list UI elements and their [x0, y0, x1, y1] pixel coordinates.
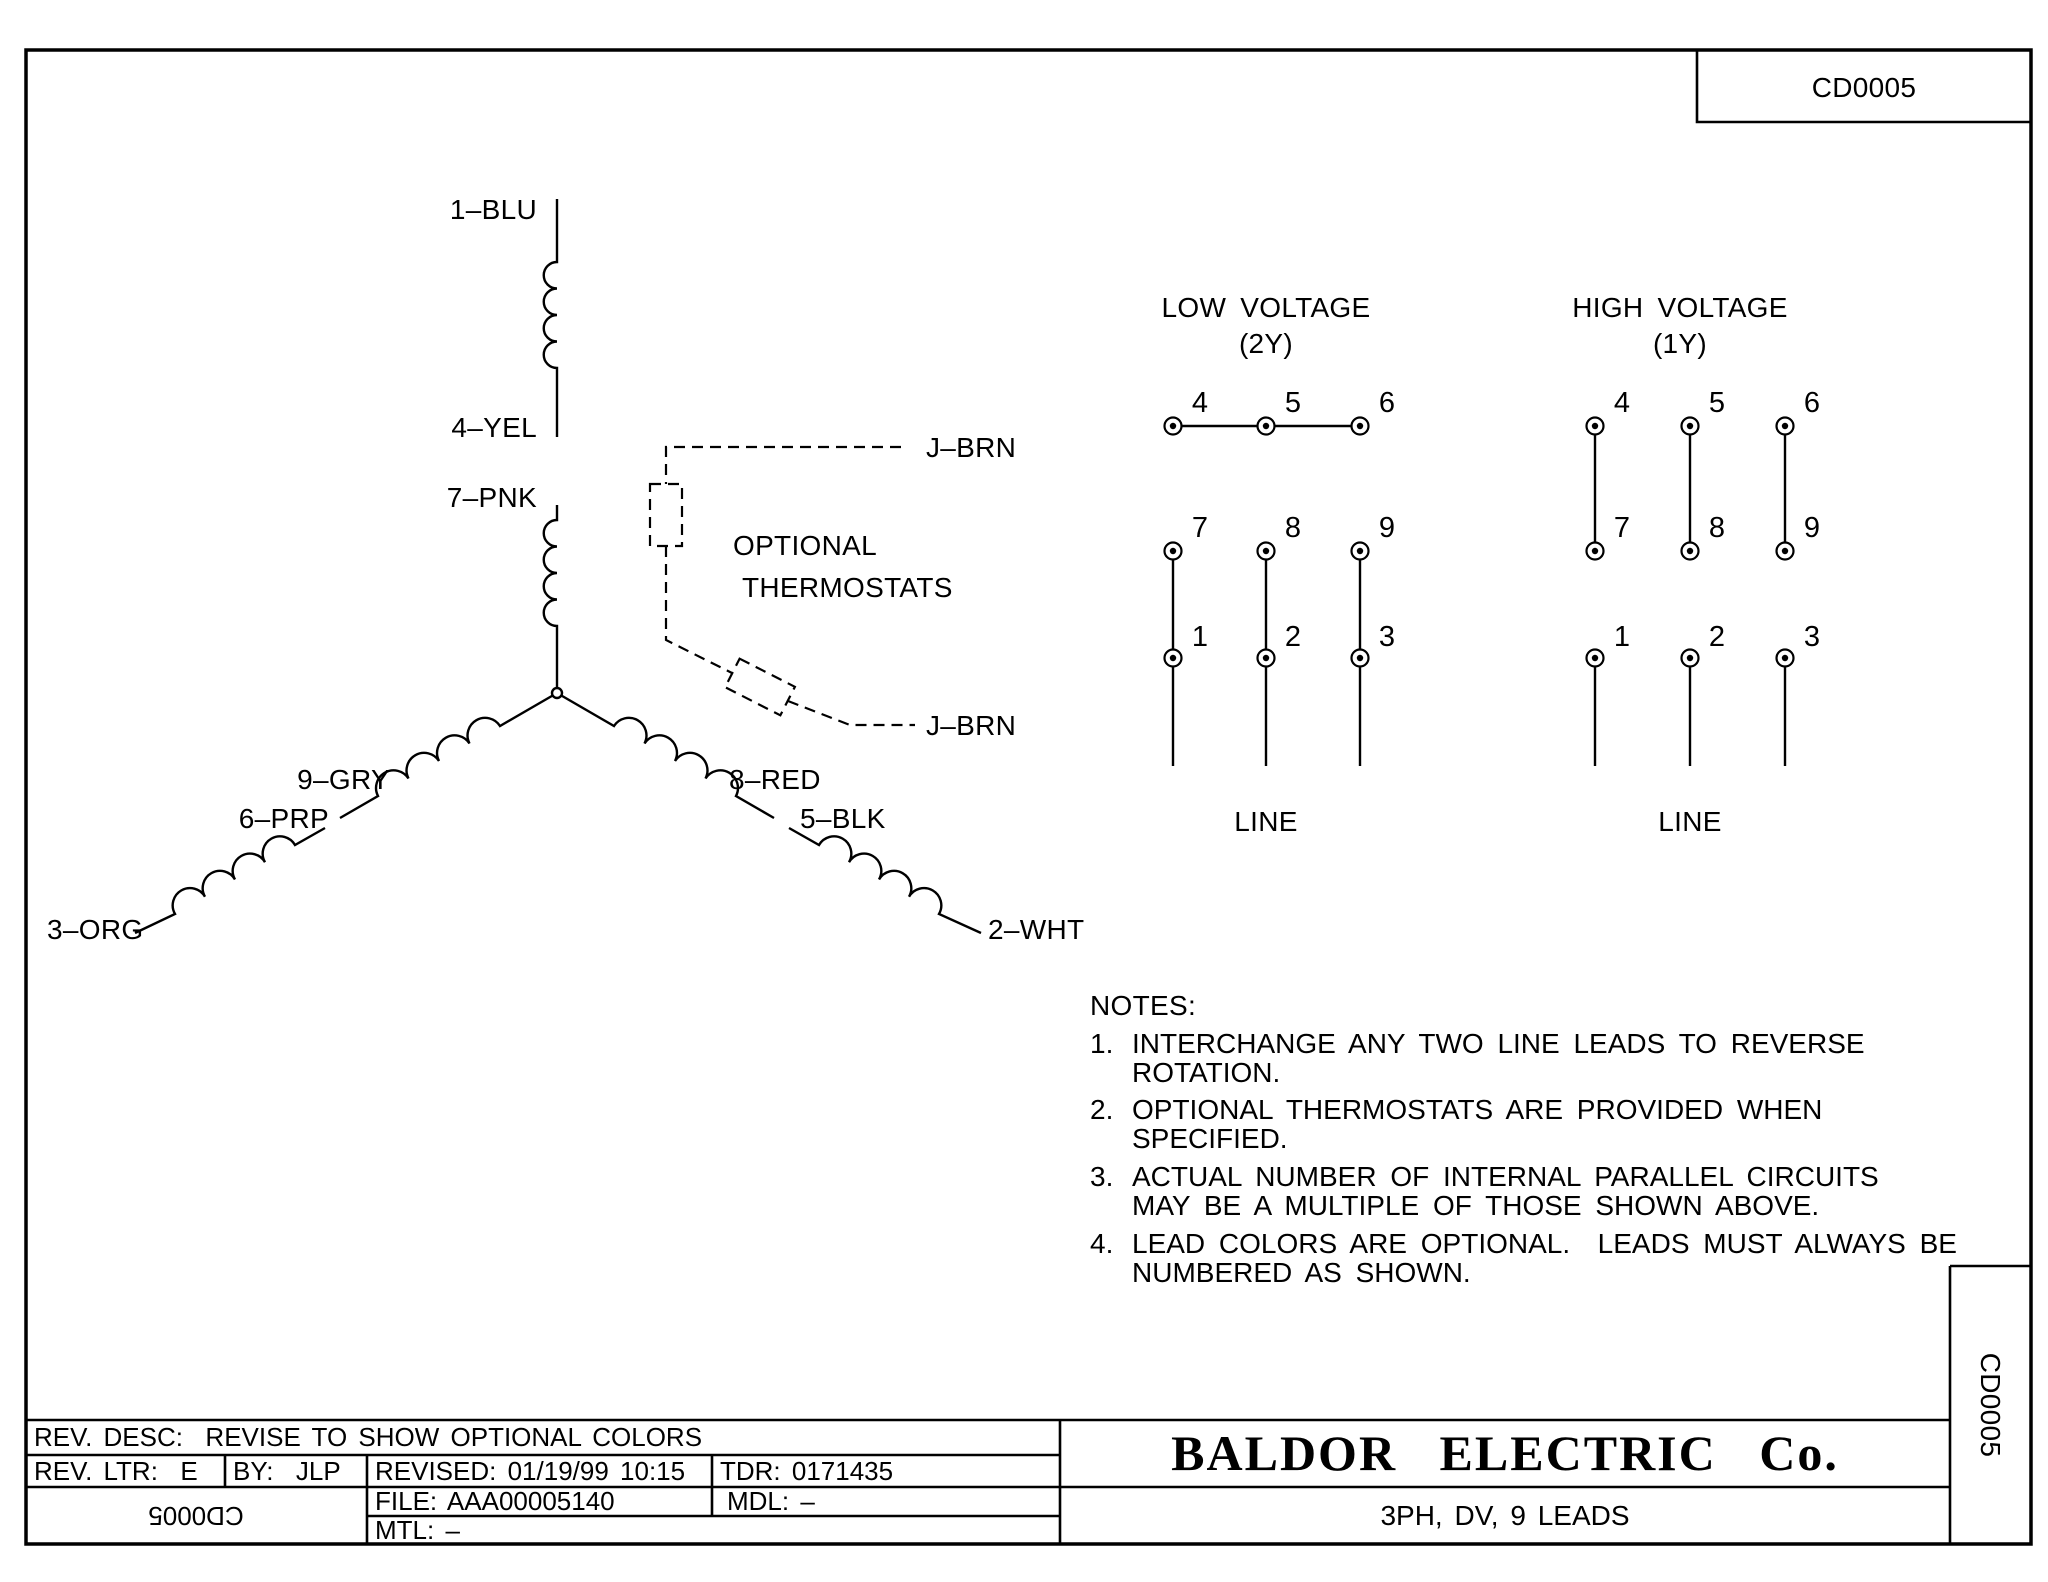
lead-label-2-wht: 2–WHT — [988, 914, 1085, 945]
thermostat-lead-bottom-line — [787, 699, 915, 727]
doc-number-top: CD0005 — [1811, 72, 1917, 103]
note-2-line1: OPTIONAL THERMOSTATS ARE PROVIDED WHEN — [1132, 1094, 1823, 1125]
hv-terminal-symbols — [1585, 416, 1795, 668]
lv-terminal-number-9: 9 — [1378, 512, 1396, 544]
lv-terminal-symbols — [1163, 416, 1370, 668]
hv-terminal-number-7: 7 — [1613, 512, 1631, 544]
lead-label-9-gry: 9–GRY — [297, 764, 390, 795]
winding-7 — [542, 505, 559, 693]
hv-terminal-number-2: 2 — [1708, 621, 1726, 653]
high-voltage-line-label: LINE — [1658, 806, 1722, 837]
low-voltage-lines — [1171, 424, 1362, 766]
hv-terminal-number-6: 6 — [1803, 387, 1821, 419]
note-2-number: 2. — [1090, 1094, 1114, 1125]
note-2-line2: SPECIFIED. — [1132, 1123, 1288, 1154]
lead-label-8-red: 8–RED — [729, 764, 821, 795]
thermostat-mid-line — [664, 546, 733, 674]
wye-winding — [134, 199, 982, 935]
revised-cell: REVISED: 01/19/99 10:15 — [375, 1456, 686, 1486]
by-cell: BY: JLP — [233, 1456, 341, 1486]
lead-label-4-yel: 4–YEL — [451, 412, 537, 443]
note-1-number: 1. — [1090, 1028, 1114, 1059]
border-frame — [24, 48, 2033, 1546]
file-cell: FILE: AAA00005140 — [375, 1486, 615, 1516]
note-1-line2: ROTATION. — [1132, 1057, 1281, 1088]
thermostat-lead-bottom-label: J–BRN — [926, 710, 1017, 741]
low-voltage-line-label: LINE — [1234, 806, 1298, 837]
hv-terminal-number-1: 1 — [1613, 621, 1631, 653]
lead-label-1-blu: 1–BLU — [449, 194, 537, 225]
rev-ltr-cell: REV. LTR: E — [34, 1456, 198, 1486]
tdr-cell: TDR: 0171435 — [720, 1456, 894, 1486]
thermostat-lead-top-label: J–BRN — [926, 432, 1017, 463]
note-4-line1: LEAD COLORS ARE OPTIONAL. LEADS MUST ALW… — [1132, 1228, 1957, 1259]
hv-terminal-number-3: 3 — [1803, 621, 1821, 653]
lead-label-7-pnk: 7–PNK — [446, 482, 537, 513]
lead-label-6-prp: 6–PRP — [238, 803, 329, 834]
high-voltage-subtitle: (1Y) — [1652, 328, 1708, 359]
mdl-cell: MDL: – — [727, 1486, 815, 1516]
optional-thermostats-label-line1: OPTIONAL — [733, 530, 877, 561]
note-3-number: 3. — [1090, 1161, 1114, 1192]
note-4-number: 4. — [1090, 1228, 1114, 1259]
lv-terminal-number-4: 4 — [1191, 387, 1209, 419]
star-point — [550, 686, 564, 700]
lv-terminal-number-5: 5 — [1284, 387, 1302, 419]
lv-terminal-number-3: 3 — [1378, 621, 1396, 653]
note-3-line2: MAY BE A MULTIPLE OF THOSE SHOWN ABOVE. — [1132, 1190, 1820, 1221]
thermostat-2 — [723, 657, 797, 717]
lead-label-5-blk: 5–BLK — [800, 803, 886, 834]
winding-1-4 — [542, 199, 559, 437]
lv-terminal-number-7: 7 — [1191, 512, 1209, 544]
winding-5-2 — [788, 826, 982, 935]
lead-label-3-org: 3–ORG — [47, 914, 144, 945]
hv-terminal-number-9: 9 — [1803, 512, 1821, 544]
hv-terminal-number-4: 4 — [1613, 387, 1631, 419]
winding-9 — [339, 691, 558, 820]
doc-number-side: CD0005 — [1975, 1352, 2006, 1458]
winding-8 — [556, 691, 775, 820]
lv-terminal-number-2: 2 — [1284, 621, 1302, 653]
thermostat-1 — [648, 482, 684, 548]
notes-title: NOTES: — [1090, 990, 1197, 1021]
lv-terminal-number-1: 1 — [1191, 621, 1209, 653]
lv-terminal-number-6: 6 — [1378, 387, 1396, 419]
note-3-line1: ACTUAL NUMBER OF INTERNAL PARALLEL CIRCU… — [1132, 1161, 1879, 1192]
stamp-rotated: CD0005 — [148, 1501, 244, 1531]
lv-terminal-number-8: 8 — [1284, 512, 1302, 544]
company-name: BALDOR ELECTRIC Co. — [1171, 1425, 1839, 1481]
title-block-lines — [26, 1264, 2031, 1544]
note-4-line2: NUMBERED AS SHOWN. — [1132, 1257, 1471, 1288]
winding-6-3 — [134, 826, 326, 935]
low-voltage-subtitle: (2Y) — [1238, 328, 1294, 359]
thermostat-lead-top-line — [664, 445, 901, 484]
rev-desc-cell: REV. DESC: REVISE TO SHOW OPTIONAL COLOR… — [34, 1422, 703, 1452]
optional-thermostats-label-line2: THERMOSTATS — [742, 572, 953, 603]
high-voltage-lines — [1593, 426, 1787, 766]
high-voltage-title: HIGH VOLTAGE — [1572, 292, 1788, 323]
doc-number-box — [1695, 50, 2031, 124]
low-voltage-title: LOW VOLTAGE — [1161, 292, 1371, 323]
hv-terminal-number-5: 5 — [1708, 387, 1726, 419]
thermostat-circuit — [648, 445, 915, 727]
note-1-line1: INTERCHANGE ANY TWO LINE LEADS TO REVERS… — [1132, 1028, 1865, 1059]
drawing-title: 3PH, DV, 9 LEADS — [1380, 1500, 1630, 1531]
hv-terminal-number-8: 8 — [1708, 512, 1726, 544]
mtl-cell: MTL: – — [375, 1515, 460, 1545]
